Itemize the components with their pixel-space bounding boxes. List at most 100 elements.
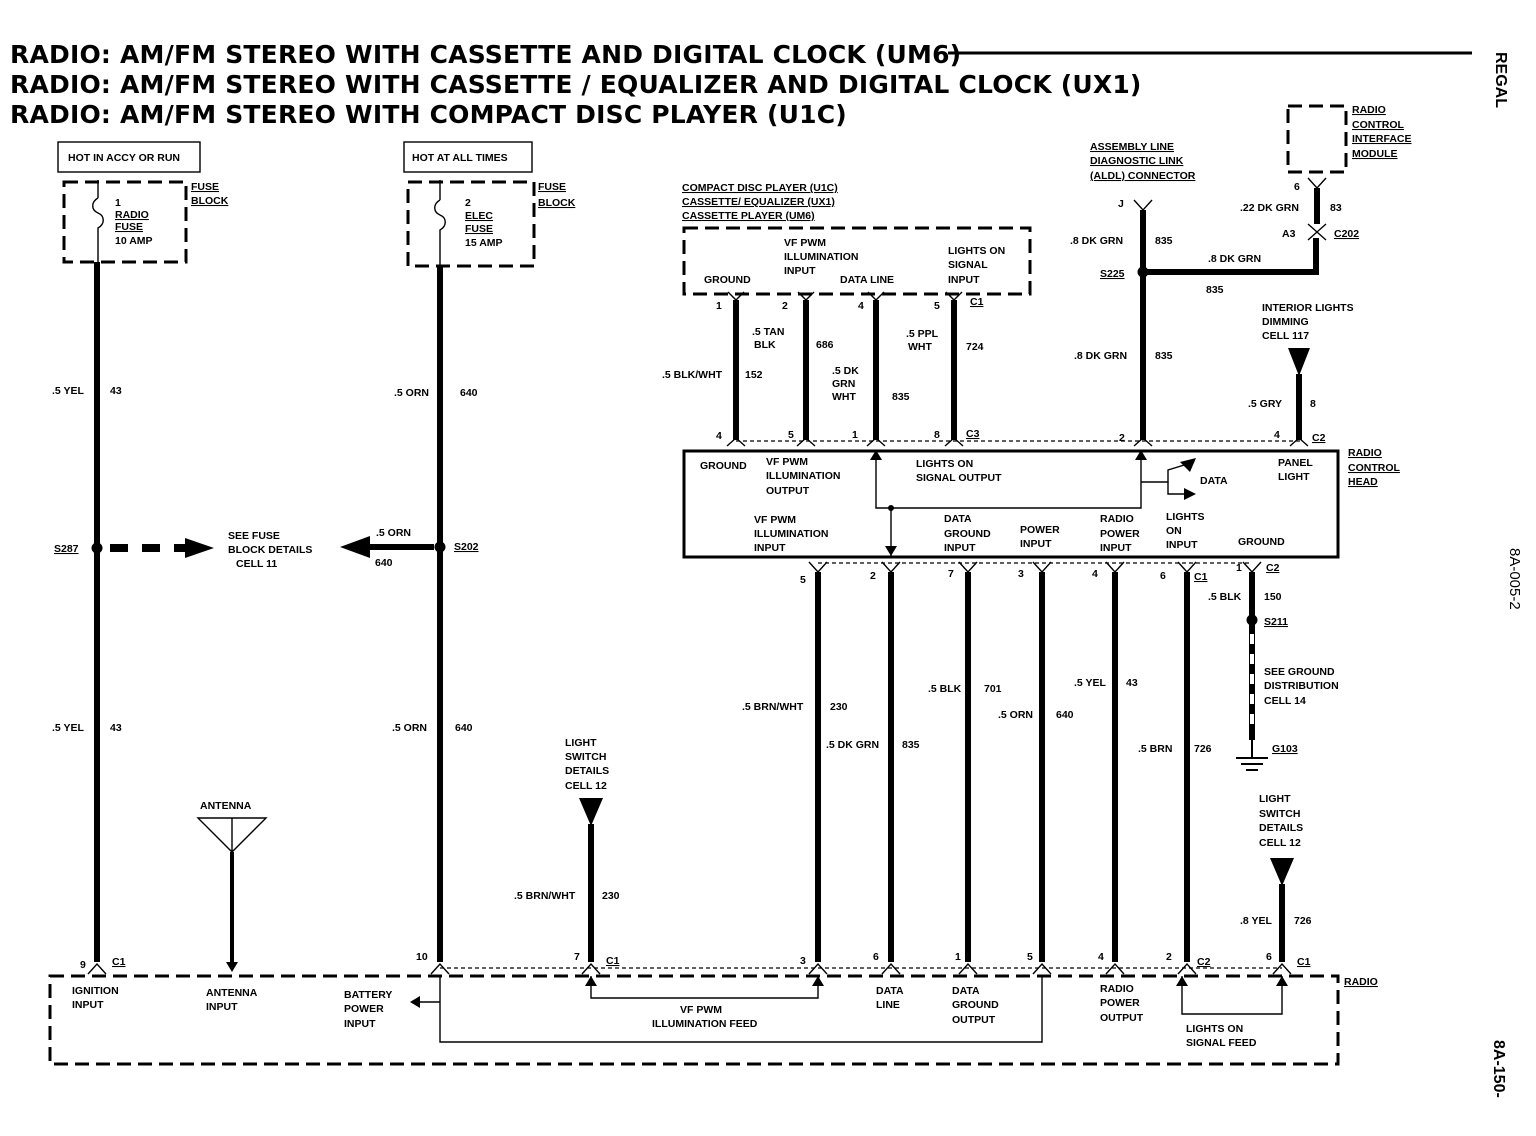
fuse2-rating: 15 AMP	[465, 237, 503, 249]
light-switch-a-1: LIGHT	[565, 737, 597, 749]
head-bot-pin-4: 4	[1092, 568, 1098, 580]
cd-pin-2: 2	[782, 300, 788, 312]
radio-pin-2: 2	[1166, 951, 1172, 963]
cd-player-name-3: CASSETTE PLAYER (UM6)	[682, 210, 815, 222]
head-term-8	[944, 437, 964, 447]
fuse-symbol-2	[434, 180, 446, 266]
head-lights-out-1: LIGHTS ON	[916, 458, 973, 470]
radio-battery-3: INPUT	[344, 1018, 376, 1030]
cd-vf-label-1: VF PWM	[784, 237, 826, 249]
radio-ignition-2: INPUT	[72, 999, 104, 1011]
w43c-circuit: 43	[1126, 677, 1138, 689]
w835b-color: .8 DK GRN	[1208, 253, 1261, 265]
interior-lights-3: CELL 117	[1262, 330, 1309, 342]
w724-color-a: .5 PPL	[906, 328, 939, 340]
head-radio-power-3: INPUT	[1100, 542, 1132, 554]
w8-circuit: 8	[1310, 398, 1316, 410]
fuse1-name-a: RADIO	[115, 209, 149, 221]
head-top-pin-2: 2	[1119, 432, 1125, 444]
cd-data-line-label: DATA LINE	[840, 274, 894, 286]
head-data-switch-arrow-b	[1184, 488, 1196, 500]
ground-dist-1: SEE GROUND	[1264, 666, 1335, 678]
title-um6: RADIO: AM/FM STEREO WITH CASSETTE AND DI…	[10, 40, 962, 69]
radio-term-1	[958, 962, 978, 975]
hot-accy-run-box	[57, 141, 201, 173]
head-term-1	[866, 437, 886, 447]
rcim-box	[1286, 104, 1348, 174]
radio-data-gnd-out-1: DATA	[952, 985, 980, 997]
w43a-circuit: 43	[110, 385, 122, 397]
cd-pin-5: 5	[934, 300, 940, 312]
head-internal-data-loop	[875, 452, 1142, 509]
splice-s211	[1246, 614, 1258, 626]
head-data-switch-a	[1141, 461, 1195, 483]
fuse-symbol-1	[92, 180, 104, 262]
head-panel-2: LIGHT	[1278, 471, 1310, 483]
fuse1-rating: 10 AMP	[115, 235, 153, 247]
light-switch-b-1: LIGHT	[1259, 793, 1291, 805]
head-top-pin-1: 1	[852, 429, 858, 441]
rcim-label-3: INTERFACE	[1352, 133, 1412, 145]
head-bot-pin-7: 7	[948, 568, 954, 580]
radio-ignition-1: IGNITION	[72, 985, 119, 997]
head-vf-in-2: ILLUMINATION	[754, 528, 828, 540]
w152-color: .5 BLK/WHT	[662, 369, 723, 381]
w726b-circuit: 726	[1294, 915, 1312, 927]
title-ux1: RADIO: AM/FM STEREO WITH CASSETTE / EQUA…	[10, 70, 1142, 99]
fuse-details-ref-3: CELL 11	[236, 558, 277, 570]
aldl-term	[1133, 199, 1153, 212]
head-term-4b	[1289, 437, 1309, 447]
radio-box	[48, 974, 1340, 1066]
radio-term-2	[1177, 962, 1197, 975]
w835d-circuit: 835	[902, 739, 920, 751]
radio-battery-loop	[439, 976, 1043, 1043]
fuse-details-ref-1: SEE FUSE	[228, 530, 280, 542]
radio-battery-tap-arrow	[410, 996, 420, 1008]
head-term-2	[1133, 437, 1153, 447]
page-number: 8A-150-	[1490, 1040, 1507, 1098]
w83-color: .22 DK GRN	[1240, 202, 1299, 214]
head-internal-arrow-a	[870, 450, 882, 460]
head-data-gnd-3: INPUT	[944, 542, 976, 554]
s287-arrow	[185, 538, 214, 558]
head-bot-pin-3: 3	[1018, 568, 1024, 580]
radio-lights-arrow-a	[1176, 976, 1188, 986]
w150-circuit: 150	[1264, 591, 1282, 603]
fuse2-number: 2	[465, 197, 471, 209]
cd-lights-label-2: SIGNAL	[948, 259, 988, 271]
w43b-color: .5 YEL	[52, 722, 84, 734]
radio-antenna-in-1: ANTENNA	[206, 987, 258, 999]
interior-lights-1: INTERIOR LIGHTS	[1262, 302, 1354, 314]
head-vf-out-3: OUTPUT	[766, 485, 810, 497]
w43b-circuit: 43	[110, 722, 122, 734]
radio-vf-arrow-b	[812, 976, 824, 986]
fuse-block-label-2b: BLOCK	[538, 197, 576, 209]
radio-data-line-1: DATA	[876, 985, 904, 997]
w835a-color: .8 DK GRN	[1070, 235, 1123, 247]
c202-label: C202	[1334, 228, 1359, 240]
radio-pin-9: 9	[80, 959, 86, 971]
radio-term-10	[430, 962, 450, 975]
cd-ground-label: GROUND	[704, 274, 751, 286]
light-switch-b-4: CELL 12	[1259, 837, 1301, 849]
radio-control-head-box	[682, 449, 1340, 559]
head-vf-in-3: INPUT	[754, 542, 786, 554]
head-vf-out-1: VF PWM	[766, 456, 808, 468]
w835cd-color-c: WHT	[832, 391, 856, 403]
head-radio-power-2: POWER	[1100, 528, 1140, 540]
head-bot-pin-6: 6	[1160, 570, 1166, 582]
c202-pin-a3: A3	[1282, 228, 1296, 240]
radio-pin-1: 1	[955, 951, 961, 963]
radio-pin-10: 10	[416, 951, 428, 963]
w726b-color: .8 YEL	[1240, 915, 1272, 927]
radio-lights-feed-2: SIGNAL FEED	[1186, 1037, 1257, 1049]
head-bot-pin-5: 5	[800, 574, 806, 586]
w835cd-color-b: GRN	[832, 378, 855, 390]
cd-connector-c1: C1	[970, 296, 984, 308]
radio-pin-6b: 6	[1266, 951, 1272, 963]
w726-circuit: 726	[1194, 743, 1212, 755]
head-vf-in-1: VF PWM	[754, 514, 796, 526]
head-name-1: RADIO	[1348, 447, 1382, 459]
w835cd-color-a: .5 DK	[832, 365, 859, 377]
radio-pin-4: 4	[1098, 951, 1104, 963]
